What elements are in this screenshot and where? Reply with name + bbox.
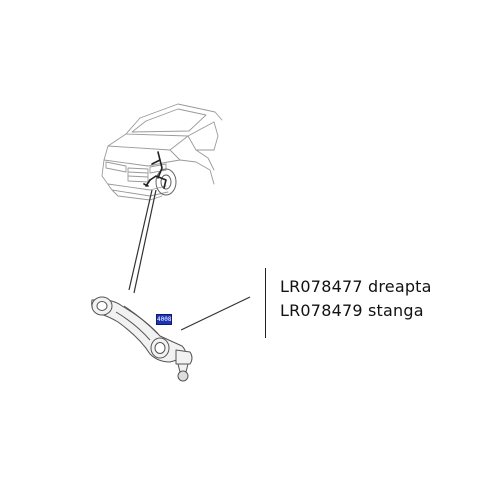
wheel-hub [155,168,177,196]
label-leader-line [180,296,251,331]
part-label-left: LR078479 stanga [280,301,424,320]
label-divider [265,268,267,338]
control-arm [91,296,193,382]
callout-tag: 4008 [156,314,172,325]
leader-lines [128,189,157,294]
part-label-right: LR078477 dreapta [280,277,432,296]
suspension-highlight [143,151,167,189]
